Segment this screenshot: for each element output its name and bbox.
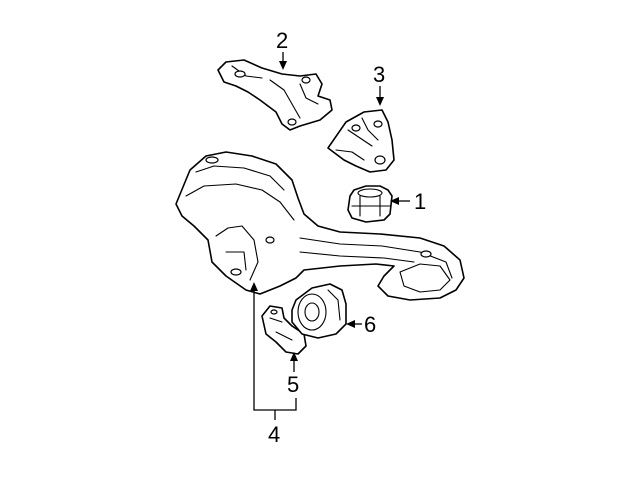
mount-part-1 [347, 185, 393, 223]
crossmember-part [175, 151, 465, 301]
mount-part-6 [291, 283, 347, 339]
leader-lines [250, 52, 410, 420]
bracket-part-3 [327, 109, 395, 173]
bracket-part-2 [217, 59, 333, 131]
callout-2: 2 [276, 28, 288, 53]
callout-1: 1 [414, 189, 426, 214]
callout-4: 4 [268, 422, 280, 447]
pad-part-5 [261, 305, 307, 355]
callout-3: 3 [373, 62, 385, 87]
callout-6: 6 [364, 312, 376, 337]
callout-5: 5 [287, 372, 299, 397]
